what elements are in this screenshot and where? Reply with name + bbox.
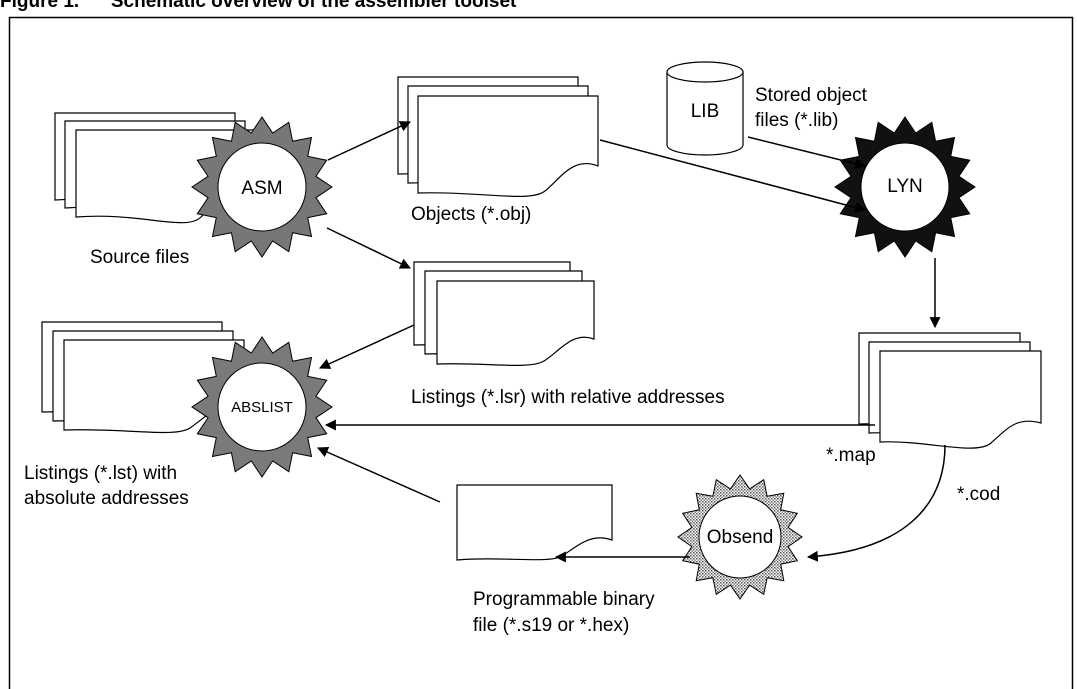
abslist-label: ABSLIST [231, 399, 293, 416]
lib-cylinder [666, 61, 744, 156]
binary-label-line1: Programmable binary [473, 589, 655, 610]
objects-label: Objects (*.obj) [411, 204, 531, 225]
gear-abslist-hub [217, 362, 307, 452]
listings-lst-doc-stack [41, 321, 245, 434]
gear-lyn-hub [860, 142, 950, 232]
arrow-asm-to-listings [326, 227, 411, 269]
binary-label-line2: file (*.s19 or *.hex) [473, 615, 629, 636]
stored-object-files-label-line2: files (*.lib) [755, 110, 838, 131]
figure-caption: Figure 1. Schematic overview of the asse… [0, 0, 517, 12]
cod-label: *.cod [957, 484, 1000, 505]
map-label: *.map [826, 445, 876, 466]
obsend-label: Obsend [707, 527, 774, 548]
objects-doc-stack [397, 76, 599, 198]
source-files-label: Source files [90, 247, 189, 268]
listings-absolute-label-line2: absolute addresses [24, 488, 189, 509]
gear-asm-hub [217, 142, 307, 232]
listings-lsr-doc-stack [413, 261, 595, 366]
lib-label: LIB [691, 101, 720, 122]
listings-absolute-label-line1: Listings (*.lst) with [24, 463, 177, 484]
binary-file-doc [456, 484, 613, 561]
arrow-asm-to-objects [327, 121, 411, 161]
stored-object-files-label-line1: Stored object [755, 85, 868, 106]
lyn-output-doc-stack [858, 332, 1042, 449]
asm-label: ASM [241, 178, 282, 199]
gear-obsend-hub [698, 495, 782, 579]
arrow-binary-to-abslist [316, 446, 441, 503]
arrow-objects-to-lyn [599, 139, 867, 213]
abslist-gear [191, 336, 333, 478]
lyn-label: LYN [887, 176, 923, 197]
arrow-lib-to-lyn [747, 136, 867, 169]
obsend-gear [677, 474, 803, 600]
asm-gear [191, 116, 333, 258]
arrow-cod-to-obsend [806, 444, 946, 562]
listings-relative-label: Listings (*.lsr) with relative addresses [411, 387, 725, 408]
figure-frame [8, 16, 1074, 689]
lyn-gear [834, 116, 976, 258]
arrow-listings-to-abslist [318, 324, 415, 369]
